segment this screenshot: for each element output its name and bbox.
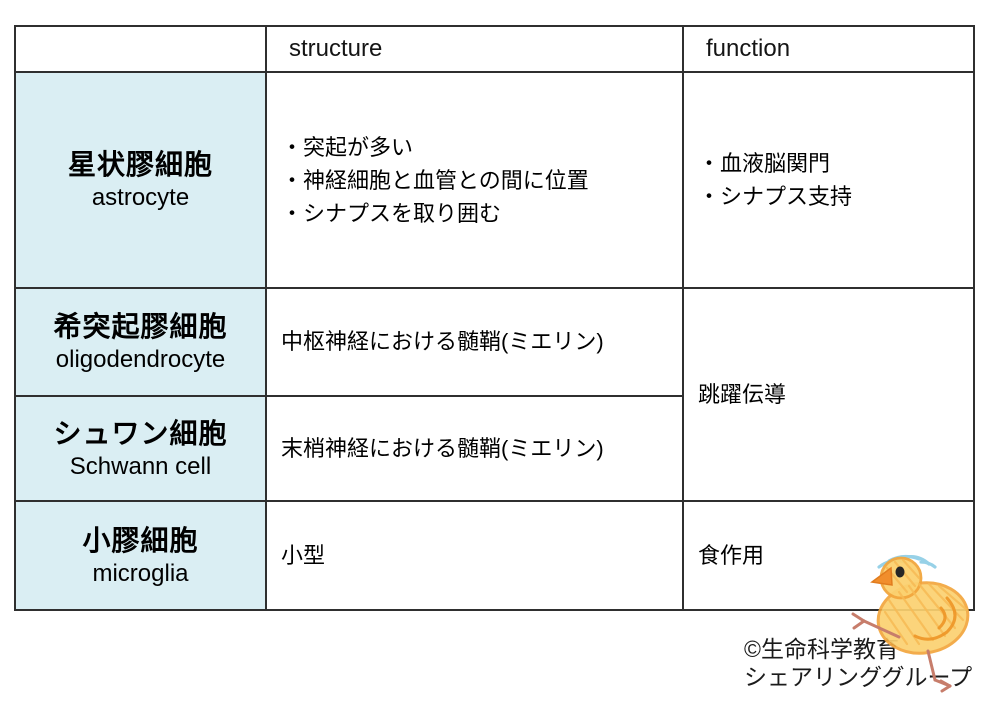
microglia-function-text: 食作用	[698, 542, 765, 568]
astrocyte-function-item: ・シナプス支持	[698, 184, 853, 209]
astrocyte-name-en: astrocyte	[91, 184, 190, 211]
header-cell-function: function	[684, 27, 973, 73]
astrocyte-structure-list: ・突起が多い ・神経細胞と血管との間に位置 ・シナプスを取り囲む	[281, 131, 589, 230]
row-oligodendrocyte-name-cell: 希突起膠細胞 oligodendrocyte	[16, 289, 267, 397]
chick-crayon-drawing-icon	[851, 554, 970, 693]
oligodendrocyte-structure-text: 中枢神経における髄鞘(ミエリン)	[281, 329, 604, 354]
chick-beak	[870, 566, 893, 586]
credit-line1: ©生命科学教育	[744, 636, 899, 662]
row-astrocyte-structure-cell: ・突起が多い ・神経細胞と血管との間に位置 ・シナプスを取り囲む	[267, 73, 684, 289]
astrocyte-function-list: ・血液脳関門 ・シナプス支持	[698, 147, 852, 213]
row-schwann-name-cell: シュワン細胞 Schwann cell	[16, 397, 267, 502]
merged-function-cell-saltatory-conduction: 跳躍伝導	[684, 289, 973, 502]
header-function-label: function	[706, 35, 791, 62]
astrocyte-structure-item: ・突起が多い	[281, 134, 414, 160]
astrocyte-function-item: ・血液脳関門	[698, 151, 831, 176]
row-microglia-function-cell: 食作用	[684, 502, 973, 609]
glia-cells-table: structure function 星状膠細胞 astrocyte ・突起が多…	[14, 25, 975, 611]
row-microglia-name-cell: 小膠細胞 microglia	[16, 502, 267, 609]
chick-eye	[895, 566, 905, 578]
row-schwann-structure-cell: 末梢神経における髄鞘(ミエリン)	[267, 397, 684, 502]
oligodendrocyte-name-en: oligodendrocyte	[55, 346, 226, 373]
oligodendrocyte-name-jp: 希突起膠細胞	[53, 311, 228, 342]
astrocyte-structure-item: ・シナプスを取り囲む	[281, 200, 502, 226]
astrocyte-name-jp: 星状膠細胞	[67, 149, 213, 180]
row-astrocyte-name-cell: 星状膠細胞 astrocyte	[16, 73, 267, 289]
schwann-name-jp: シュワン細胞	[53, 417, 228, 449]
row-microglia-structure-cell: 小型	[267, 502, 684, 609]
saltatory-conduction-text: 跳躍伝導	[698, 381, 787, 407]
microglia-name-jp: 小膠細胞	[82, 524, 199, 556]
header-cell-empty	[16, 27, 267, 73]
microglia-structure-text: 小型	[281, 542, 326, 568]
header-structure-label: structure	[289, 35, 383, 62]
schwann-structure-text: 末梢神経における髄鞘(ミエリン)	[281, 435, 604, 461]
chick-wing	[913, 596, 957, 641]
row-oligodendrocyte-structure-cell: 中枢神経における髄鞘(ミエリン)	[267, 289, 684, 397]
chick-legs	[851, 612, 952, 693]
astrocyte-structure-item: ・神経細胞と血管との間に位置	[281, 167, 589, 193]
copyright-credit: ©生命科学教育 シェアリンググループ	[744, 635, 972, 691]
row-astrocyte-function-cell: ・血液脳関門 ・シナプス支持	[684, 73, 973, 289]
microglia-name-en: microglia	[92, 559, 189, 587]
header-cell-structure: structure	[267, 27, 684, 73]
schwann-name-en: Schwann cell	[69, 452, 212, 480]
